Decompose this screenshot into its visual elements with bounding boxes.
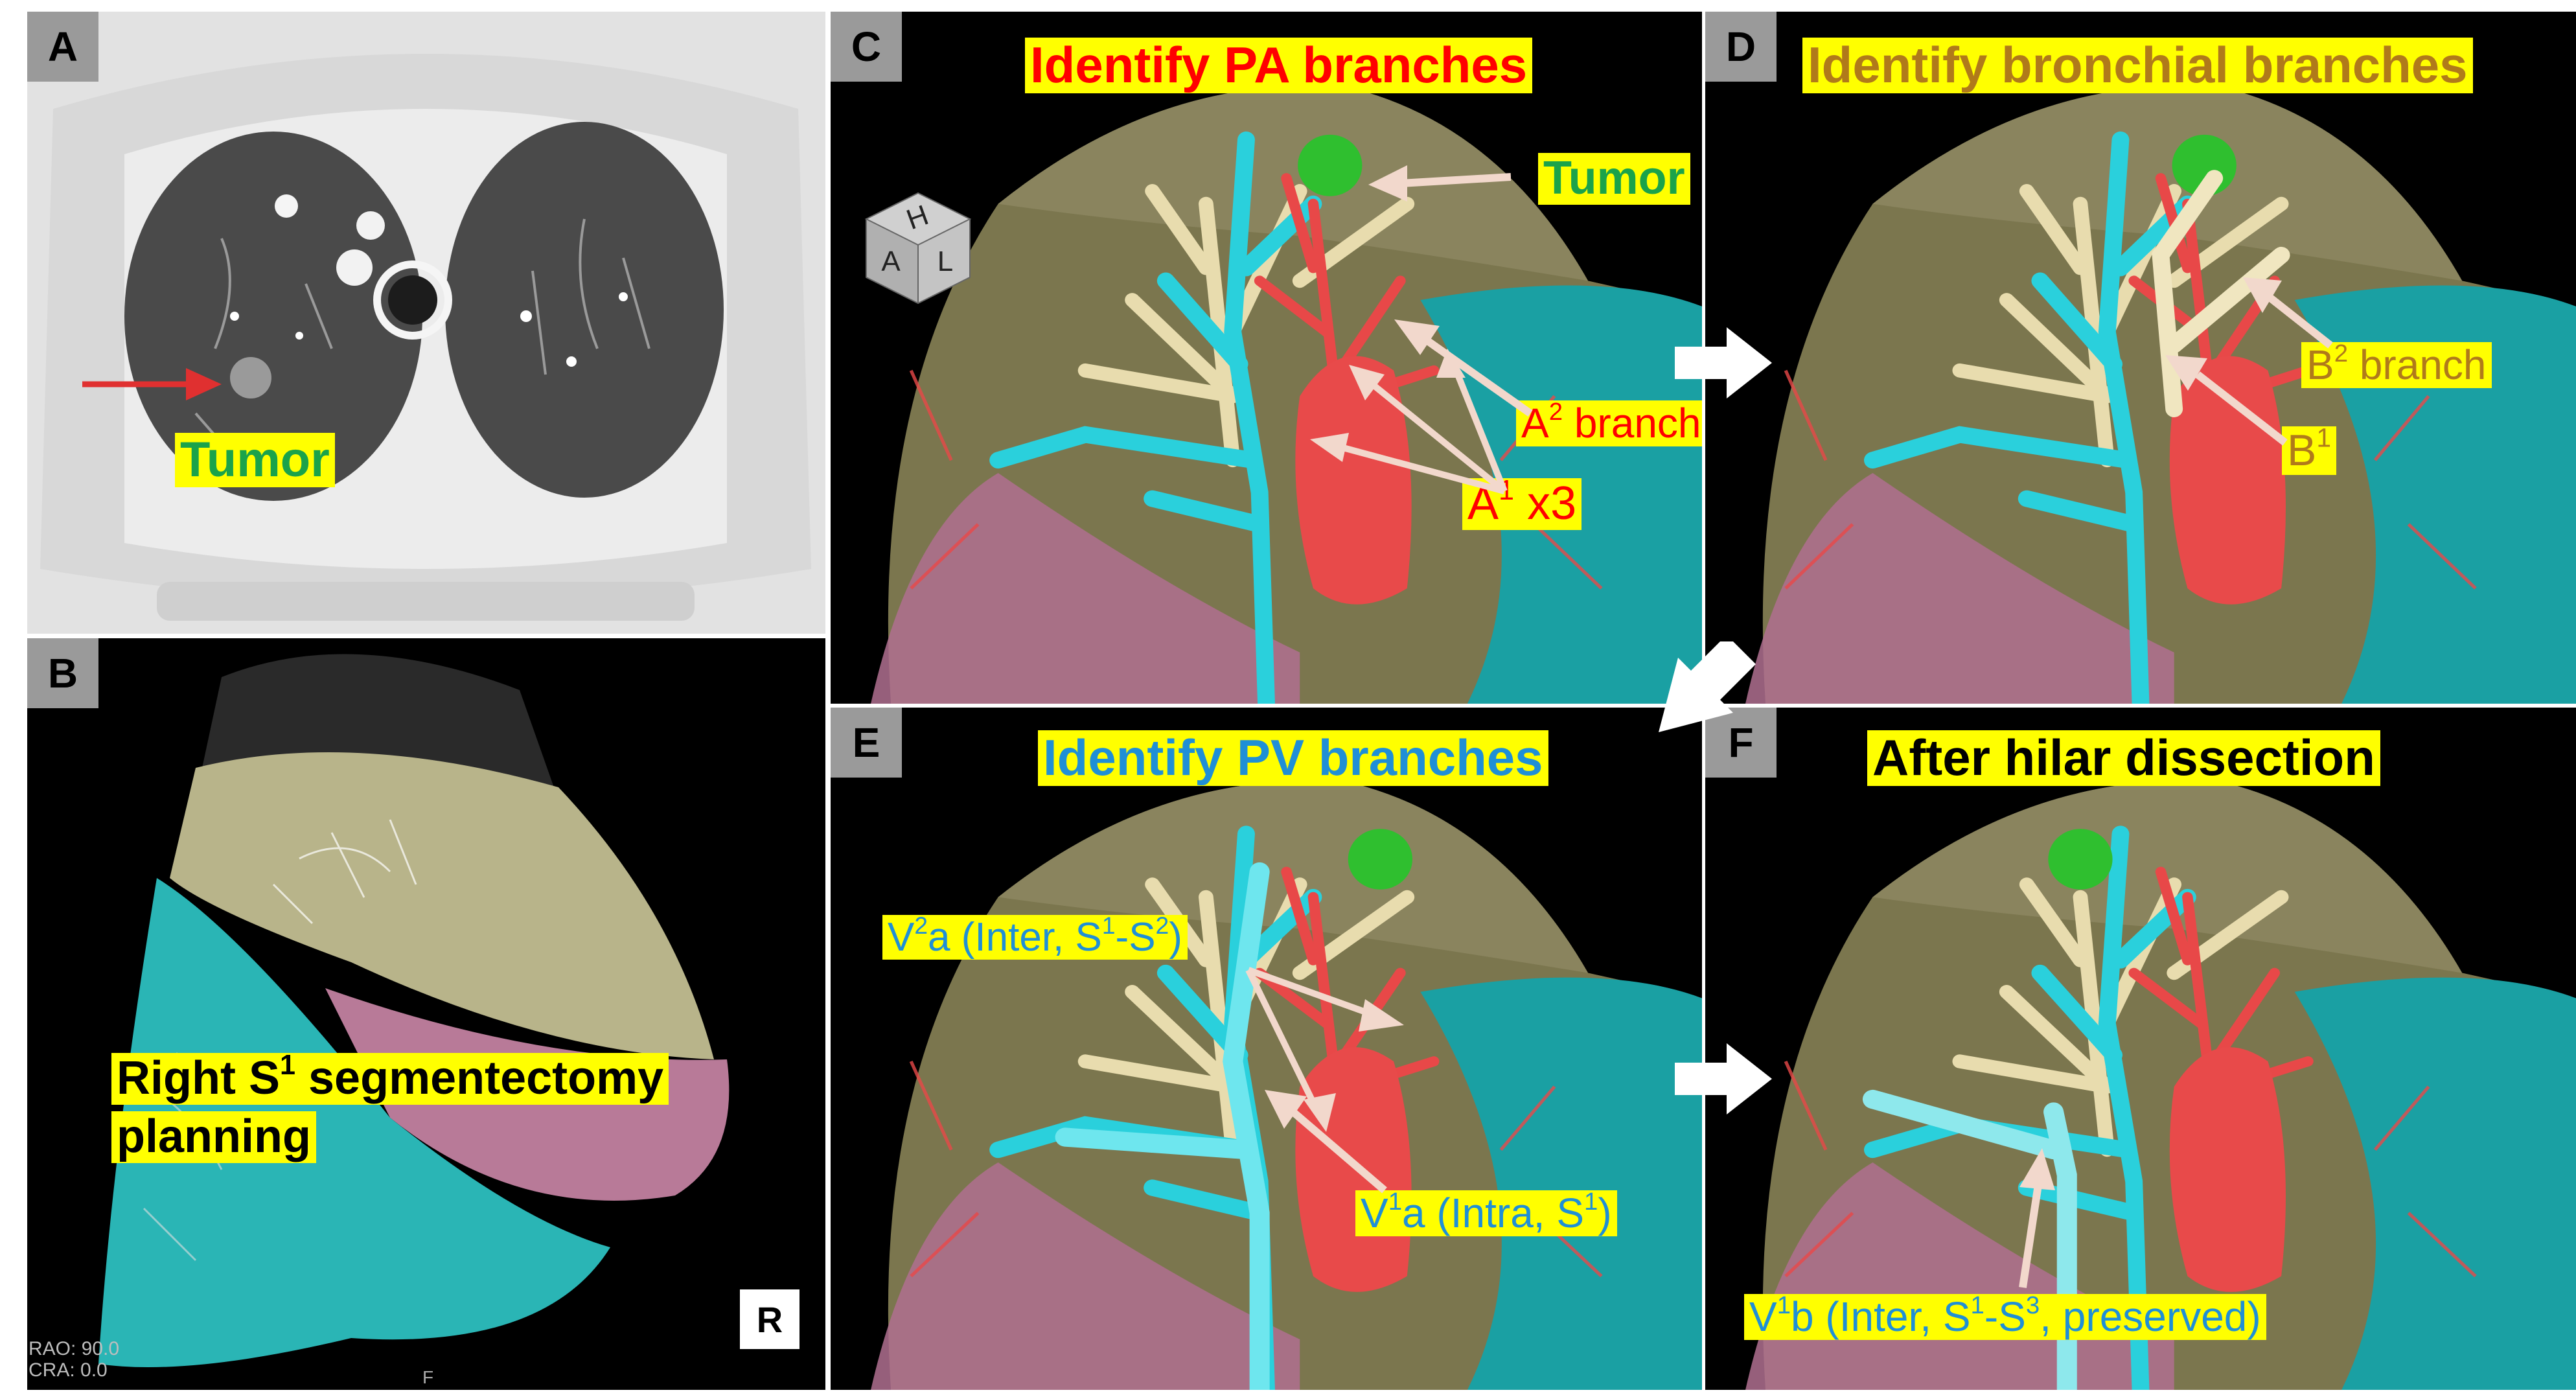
panel-f-after-dissection: F After hilar dissection V1b (Inter, S1-… (1705, 708, 2576, 1390)
panel-f-3d-render (1705, 708, 2576, 1390)
v1b-pointer-arrow (2019, 1148, 2055, 1288)
panel-d-letter: D (1705, 12, 1777, 82)
panel-c-letter: C (831, 12, 902, 82)
v2a-end: ) (1169, 915, 1182, 960)
v1b-prefix: V (1749, 1293, 1777, 1340)
panel-d-bronchial-branches: D Identify bronchial branches B2 branch … (1705, 12, 2576, 704)
a2-sup: 2 (1548, 398, 1563, 426)
panel-a-letter: A (27, 12, 98, 82)
view-info-cra: CRA: 0.0 (29, 1359, 108, 1381)
flow-arrow-d-to-e (1659, 641, 1756, 732)
panel-d-b2-label: B2 branch (2301, 340, 2492, 389)
a1-pointer-arrows (1310, 349, 1508, 494)
v1a-mid: a (Intra, S (1402, 1190, 1585, 1236)
orientation-r-box: R (740, 1289, 799, 1349)
panel-b-title-text: Right S (117, 1052, 280, 1104)
v2a-mid2: -S (1115, 915, 1156, 960)
tumor-blob (1298, 134, 1363, 196)
flow-arrow-c-to-d (1675, 327, 1772, 398)
panel-f-v1b-label: V1b (Inter, S1-S3, preserved) (1744, 1291, 2266, 1341)
ct-tumor-nodule (230, 357, 271, 398)
v1b-mid2: -S (1984, 1293, 2026, 1340)
v1b-sup: 1 (1777, 1291, 1791, 1320)
panel-b-title-line2: planning (111, 1111, 316, 1163)
v2a-mid: a (Inter, S (928, 915, 1102, 960)
b2-prefix: B (2306, 341, 2334, 388)
v1a-sup2: 1 (1584, 1188, 1598, 1216)
v1a-prefix: V (1361, 1190, 1388, 1236)
a1-suffix: x3 (1514, 478, 1577, 529)
panel-f-title: After hilar dissection (1867, 730, 2380, 786)
b2-suffix: branch (2348, 341, 2487, 388)
view-info: RAO: 90.0 CRA: 0.0 (29, 1338, 119, 1381)
panel-b-title-rest: segmentectomy (295, 1052, 664, 1104)
upper-lobe-shape (170, 752, 714, 1059)
cube-face-l: L (937, 246, 953, 277)
panel-e-v2a-label: V2a (Inter, S1-S2) (882, 911, 1188, 960)
b1-sup: 1 (2316, 422, 2332, 453)
panel-c-tumor-label: Tumor (1538, 153, 1690, 205)
v1a-sup: 1 (1388, 1188, 1403, 1216)
v1b-mid: b (Inter, S (1791, 1293, 1971, 1340)
tumor-blob (1348, 829, 1413, 890)
panel-c-pa-branches: C Identify PA branches H A L Tumor A2 br… (831, 12, 1702, 704)
panel-e-title: Identify PV branches (1038, 730, 1548, 786)
panel-c-3d-render (831, 12, 1702, 704)
v2a-pointer-arrows (1245, 967, 1404, 1132)
panel-b-letter: B (27, 638, 98, 708)
v1a-pointer-arrow (1265, 1090, 1387, 1194)
v2a-sup2: 1 (1101, 911, 1116, 939)
panel-c-title: Identify PA branches (1025, 38, 1533, 93)
b1-pointer-arrow (2165, 355, 2288, 446)
side-mark: F (422, 1367, 434, 1387)
a2-pointer-arrow (1394, 319, 1533, 417)
panel-e-v1a-label: V1a (Intra, S1) (1355, 1188, 1617, 1237)
panel-c-a2-label: A2 branch (1516, 398, 1702, 447)
panel-d-title: Identify bronchial branches (1802, 38, 2473, 93)
panel-e-letter: E (831, 708, 902, 778)
panel-b-title-sup: 1 (279, 1049, 295, 1081)
panel-b-3d-overview: B Right S1 segmentectomy planning R RAO:… (27, 638, 825, 1390)
cube-face-a: A (881, 246, 901, 277)
right-lung (124, 132, 422, 501)
panel-a-ct-scan: A Tumor (27, 12, 825, 634)
v1a-end: ) (1598, 1190, 1612, 1236)
view-info-rao: RAO: 90.0 (29, 1338, 120, 1359)
v2a-prefix: V (888, 915, 915, 960)
v2a-sup3: 2 (1155, 911, 1169, 939)
v1b-sup3: 3 (2025, 1291, 2040, 1320)
tumor-blob (2048, 829, 2113, 890)
orientation-r-label: R (756, 1299, 783, 1340)
ct-image (27, 12, 825, 634)
panel-e-pv-branches: E Identify PV branches V2a (Inter, S1-S2… (831, 708, 1702, 1390)
panel-a-tumor-label: Tumor (175, 433, 335, 487)
b2-sup: 2 (2334, 340, 2349, 368)
b2-pointer-arrow (2243, 277, 2333, 349)
v2a-sup: 2 (914, 911, 928, 939)
flow-arrow-e-to-f (1675, 1043, 1772, 1114)
panel-f-letter: F (1705, 708, 1777, 778)
b1-prefix: B (2287, 426, 2317, 475)
v1b-sup2: 1 (1970, 1291, 1984, 1320)
panel-e-3d-render (831, 708, 1702, 1390)
v1b-end: , preserved) (2040, 1293, 2261, 1340)
panel-b-title-line1: Right S1 segmentectomy (111, 1049, 669, 1105)
tumor-pointer-arrow (1368, 165, 1511, 202)
a2-suffix: branch (1563, 400, 1701, 446)
panel-d-b1-label: B1 (2282, 424, 2337, 476)
red-arrow (82, 368, 222, 400)
orientation-cube-icon: H A L (864, 192, 972, 305)
lower-lobe-shape (98, 878, 610, 1367)
3d-lung-model (27, 638, 825, 1390)
